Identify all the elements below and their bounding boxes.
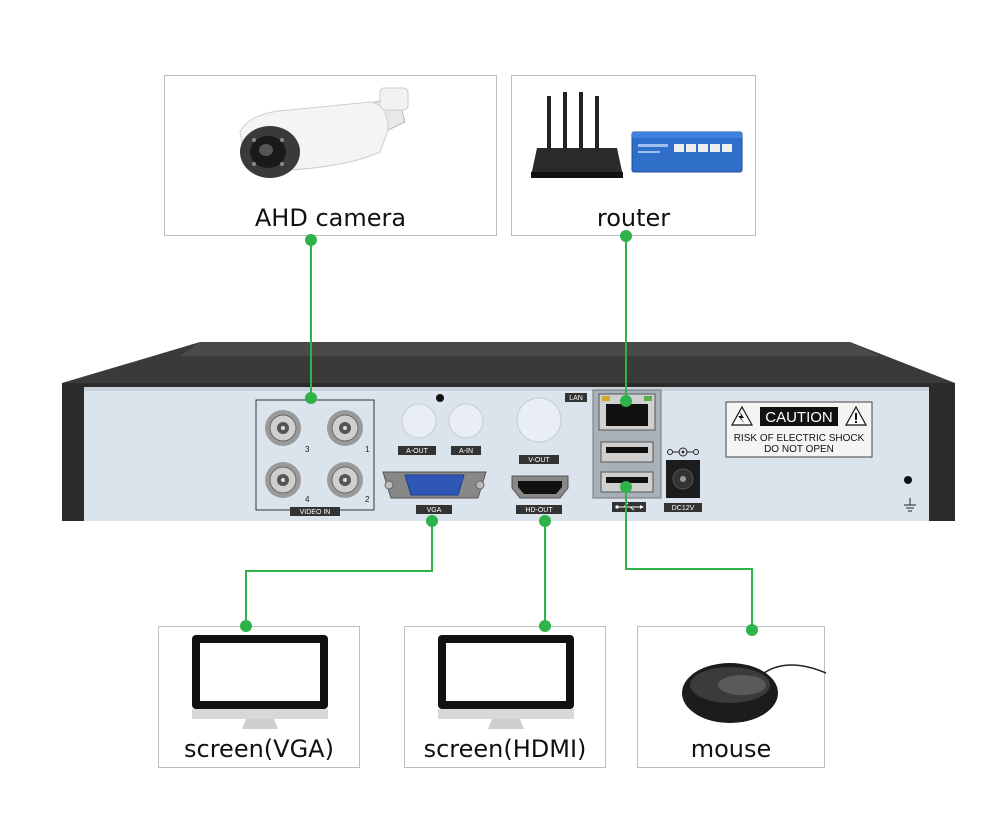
- a-in-label: A-IN: [459, 448, 473, 455]
- caution-line1: RISK OF ELECTRIC SHOCK: [734, 433, 865, 444]
- usb-port-1[interactable]: [600, 441, 654, 463]
- polarity-icon: [667, 447, 699, 457]
- bnc-port-3[interactable]: [265, 410, 301, 446]
- line-usb-mouse: [625, 487, 753, 630]
- video-in-label: VIDEO IN: [300, 509, 331, 516]
- screw-hole: [436, 394, 444, 402]
- screen-hdmi-label: screen(HDMI): [423, 735, 587, 763]
- mouse-box: mouse: [637, 626, 827, 768]
- camera-icon: [239, 87, 409, 178]
- vga-port[interactable]: [382, 471, 487, 499]
- hdmi-port[interactable]: [511, 475, 569, 499]
- mouse-label: mouse: [690, 735, 772, 763]
- lan-label: LAN: [569, 395, 583, 402]
- screen-vga-box: screen(VGA): [158, 626, 360, 768]
- ground-screw: [904, 476, 912, 484]
- v-out-label: V-OUT: [528, 457, 550, 464]
- camera-label: AHD camera: [254, 204, 407, 232]
- bnc-port-1[interactable]: [327, 410, 363, 446]
- ground-icon: [904, 498, 916, 512]
- screen-hdmi-box: screen(HDMI): [404, 626, 606, 768]
- caution-title: CAUTION: [765, 409, 833, 426]
- router-box: router: [511, 75, 756, 236]
- monitor-vga-icon: [192, 635, 328, 729]
- mouse-icon: [682, 663, 827, 723]
- vga-label: VGA: [427, 507, 442, 514]
- dc12v-label: DC12V: [672, 505, 695, 512]
- camera-box: AHD camera: [164, 75, 497, 236]
- router-icon: [531, 92, 623, 178]
- bnc-port-4[interactable]: [265, 462, 301, 498]
- lan-port[interactable]: [598, 393, 656, 431]
- warning-icon-left: [730, 405, 754, 426]
- ch4-label: 4: [305, 495, 310, 504]
- screen-vga-label: screen(VGA): [184, 735, 334, 763]
- bnc-port-2[interactable]: [327, 462, 363, 498]
- ch3-label: 3: [305, 445, 310, 454]
- ch2-label: 2: [365, 495, 370, 504]
- connector-lines: [245, 236, 753, 630]
- connector-dots: [240, 230, 758, 636]
- a-out-label: A-OUT: [406, 448, 429, 455]
- switch-icon: [631, 131, 743, 173]
- caution-line2: DO NOT OPEN: [764, 444, 834, 455]
- v-out-port[interactable]: [516, 397, 562, 443]
- router-label: router: [596, 204, 671, 232]
- monitor-hdmi-icon: [438, 635, 574, 729]
- ch1-label: 1: [365, 445, 370, 454]
- a-in-port[interactable]: [448, 403, 484, 439]
- dc12v-port[interactable]: [666, 460, 700, 498]
- line-vga-screen: [245, 521, 433, 626]
- warning-icon-right: [844, 405, 868, 426]
- a-out-port[interactable]: [401, 403, 437, 439]
- hd-out-label: HD-OUT: [525, 507, 553, 514]
